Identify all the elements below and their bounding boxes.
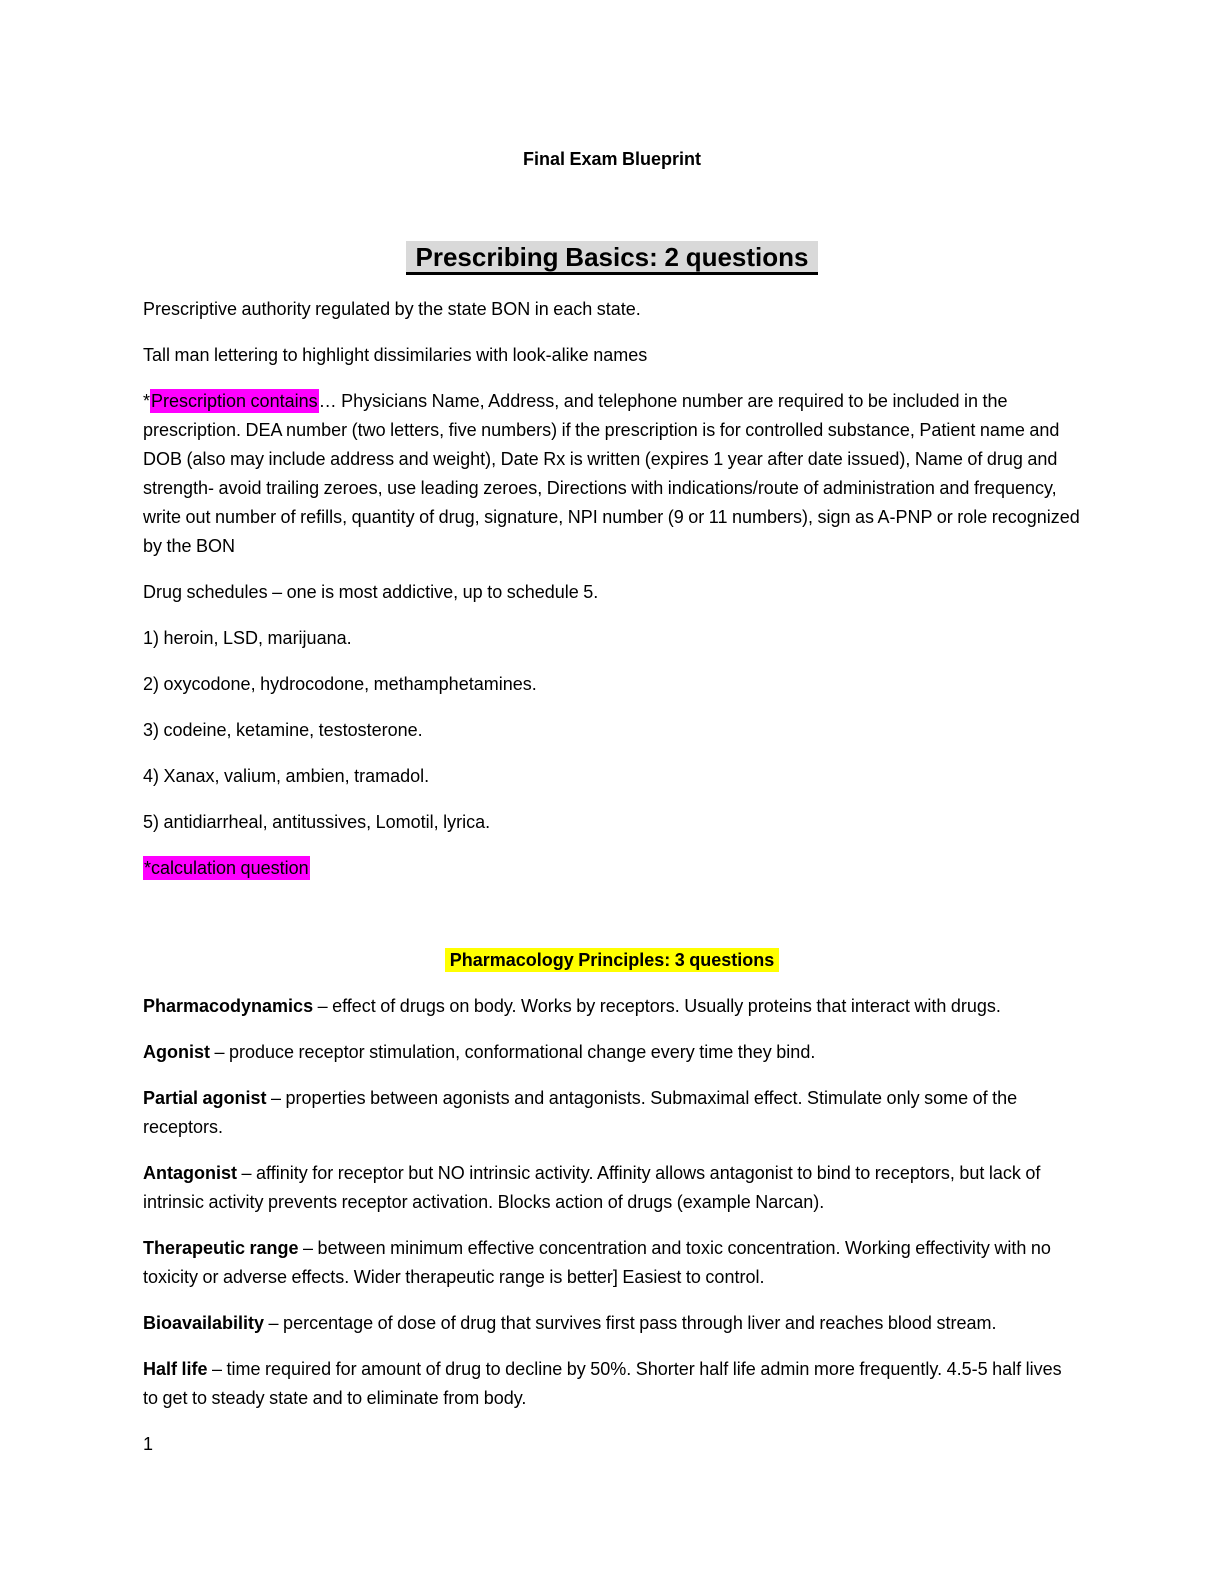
text-run: 1) heroin, LSD, marijuana. xyxy=(143,628,352,648)
document-title: Final Exam Blueprint xyxy=(143,145,1081,174)
text-run: 2) oxycodone, hydrocodone, methamphetami… xyxy=(143,674,537,694)
section-heading: Prescribing Basics: 2 questions xyxy=(143,237,1081,278)
text-run: Bioavailability xyxy=(143,1313,265,1333)
paragraph: *calculation question xyxy=(143,854,1081,883)
paragraph: Antagonist – affinity for receptor but N… xyxy=(143,1159,1081,1217)
paragraph: 1) heroin, LSD, marijuana. xyxy=(143,624,1081,653)
paragraph: Drug schedules – one is most addictive, … xyxy=(143,578,1081,607)
text-run: 3) codeine, ketamine, testosterone. xyxy=(143,720,423,740)
text-run: – time required for amount of drug to de… xyxy=(143,1359,1062,1408)
text-run: * xyxy=(143,391,151,411)
paragraph: Half life – time required for amount of … xyxy=(143,1355,1081,1413)
highlighted-text-run: Prescribing Basics: 2 questions xyxy=(405,241,819,275)
text-run: Final Exam Blueprint xyxy=(522,149,702,169)
paragraph: Therapeutic range – between minimum effe… xyxy=(143,1234,1081,1292)
page-number: 1 xyxy=(143,1434,154,1454)
highlighted-text-run: Pharmacology Principles: 3 questions xyxy=(444,948,780,972)
text-run: Therapeutic range xyxy=(143,1238,299,1258)
paragraph: 4) Xanax, valium, ambien, tramadol. xyxy=(143,762,1081,791)
paragraph-spacer xyxy=(143,900,1081,929)
paragraph: 2) oxycodone, hydrocodone, methamphetami… xyxy=(143,670,1081,699)
text-run: – percentage of dose of drug that surviv… xyxy=(264,1313,997,1333)
paragraph: Tall man lettering to highlight dissimil… xyxy=(143,341,1081,370)
highlighted-text-run: Prescription contains xyxy=(150,389,319,413)
text-run: Tall man lettering to highlight dissimil… xyxy=(143,345,648,365)
text-run: 5) antidiarrheal, antitussives, Lomotil,… xyxy=(143,812,491,832)
paragraph: 3) codeine, ketamine, testosterone. xyxy=(143,716,1081,745)
text-run: 4) Xanax, valium, ambien, tramadol. xyxy=(143,766,430,786)
text-run: – produce receptor stimulation, conforma… xyxy=(210,1042,816,1062)
paragraph: *Prescription contains… Physicians Name,… xyxy=(143,387,1081,561)
paragraph: Partial agonist – properties between ago… xyxy=(143,1084,1081,1142)
text-run: … Physicians Name, Address, and telephon… xyxy=(143,391,1080,556)
text-run: – affinity for receptor but NO intrinsic… xyxy=(143,1163,1041,1212)
highlighted-text-run: *calculation question xyxy=(143,856,310,880)
paragraph: Bioavailability – percentage of dose of … xyxy=(143,1309,1081,1338)
text-run: – between minimum effective concentratio… xyxy=(143,1238,1051,1287)
text-run: Half life xyxy=(143,1359,208,1379)
text-run: Pharmacodynamics xyxy=(143,996,314,1016)
section-heading: Pharmacology Principles: 3 questions xyxy=(143,946,1081,975)
paragraph: Agonist – produce receptor stimulation, … xyxy=(143,1038,1081,1067)
paragraph: 5) antidiarrheal, antitussives, Lomotil,… xyxy=(143,808,1081,837)
text-run: Prescriptive authority regulated by the … xyxy=(143,299,641,319)
paragraph: Pharmacodynamics – effect of drugs on bo… xyxy=(143,992,1081,1021)
text-run: Drug schedules – one is most addictive, … xyxy=(143,582,599,602)
text-run: Antagonist xyxy=(143,1163,237,1183)
text-run: – properties between agonists and antago… xyxy=(143,1088,1018,1137)
text-run: Partial agonist xyxy=(143,1088,267,1108)
text-run: Agonist xyxy=(143,1042,210,1062)
text-run: – effect of drugs on body. Works by rece… xyxy=(313,996,1001,1016)
paragraph-spacer xyxy=(143,191,1081,220)
paragraph: Prescriptive authority regulated by the … xyxy=(143,295,1081,324)
